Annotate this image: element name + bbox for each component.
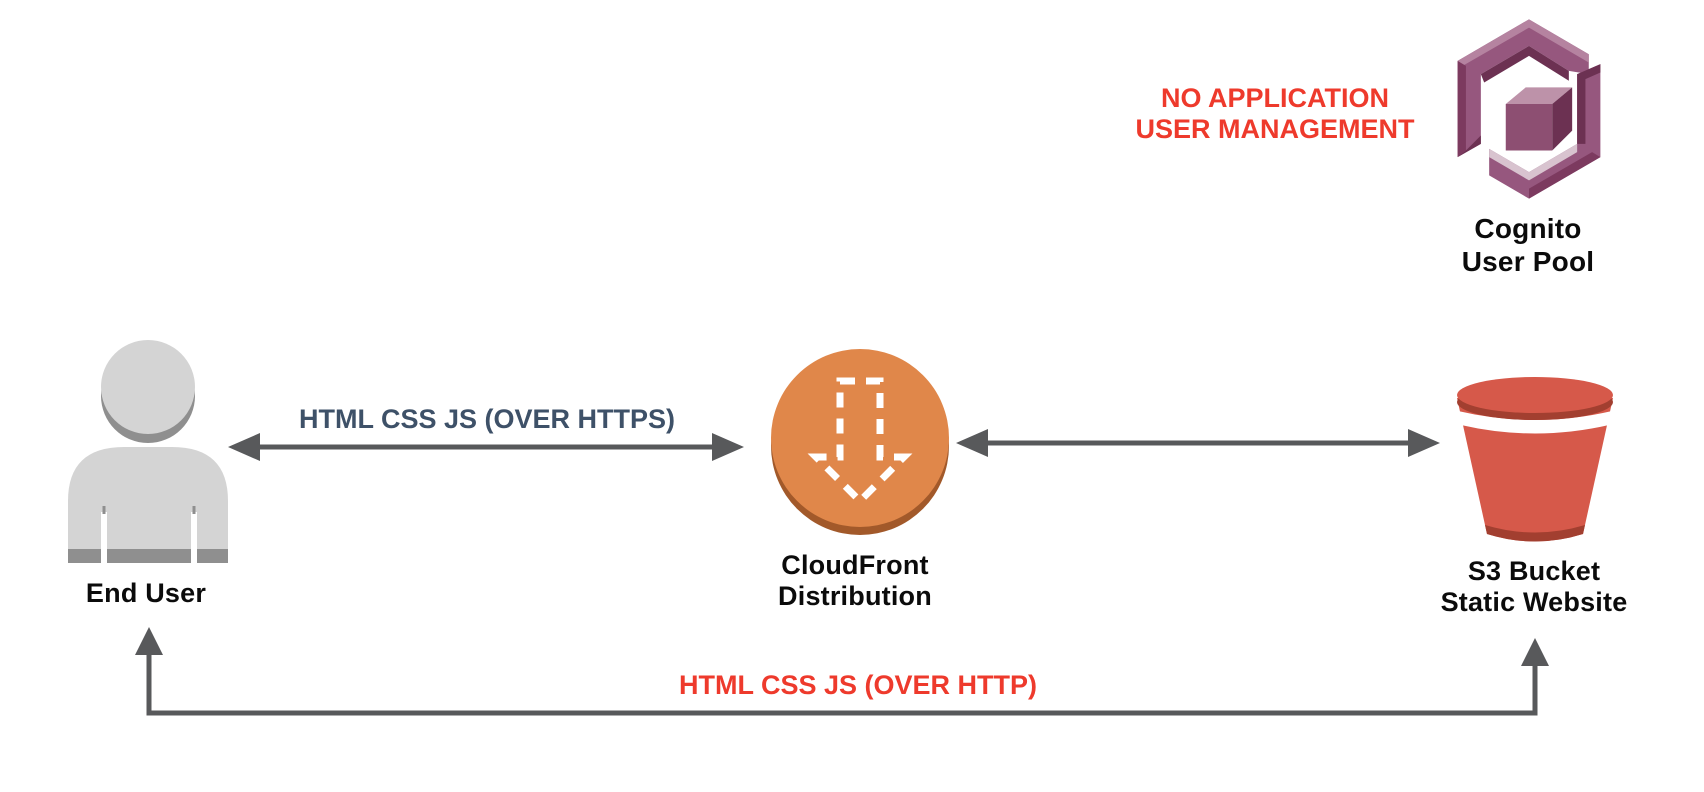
warning-text: NO APPLICATION USER MANAGEMENT xyxy=(1095,83,1455,145)
warning-line-1: NO APPLICATION xyxy=(1161,83,1389,113)
edge-user-s3-bottom-route xyxy=(115,622,1565,722)
double-arrow-icon xyxy=(956,429,1440,457)
edge-label-http: HTML CSS JS (OVER HTTP) xyxy=(678,670,1038,700)
cognito-label-line-1: Cognito xyxy=(1474,213,1582,244)
edge-label-https: HTML CSS JS (OVER HTTPS) xyxy=(298,404,676,434)
warning-line-2: USER MANAGEMENT xyxy=(1135,114,1415,144)
cloudfront-label-line-1: CloudFront xyxy=(781,550,929,580)
end-user-node xyxy=(66,338,232,564)
cognito-icon xyxy=(1457,19,1601,199)
s3-node xyxy=(1448,368,1622,550)
user-icon xyxy=(68,340,228,563)
edge-cloudfront-s3 xyxy=(956,425,1440,461)
double-arrow-icon xyxy=(228,433,744,461)
end-user-label-line-1: End User xyxy=(85,578,207,608)
cloudfront-node xyxy=(770,349,950,537)
cloudfront-icon xyxy=(771,349,949,535)
edge-user-cloudfront xyxy=(228,429,744,465)
cloudfront-label-line-2: Distribution xyxy=(778,581,932,611)
s3-bucket-icon xyxy=(1457,377,1613,542)
s3-label-line-2: Static Website xyxy=(1440,587,1628,617)
cognito-node xyxy=(1446,13,1612,205)
end-user-label: End User xyxy=(46,578,246,609)
s3-label: S3 Bucket Static Website xyxy=(1414,556,1654,618)
bottom-route-arrow-icon xyxy=(135,627,1549,716)
cognito-label-line-2: User Pool xyxy=(1461,246,1595,277)
s3-label-line-1: S3 Bucket xyxy=(1467,556,1601,586)
cloudfront-label: CloudFront Distribution xyxy=(735,550,975,612)
cognito-label: Cognito User Pool xyxy=(1408,212,1648,278)
